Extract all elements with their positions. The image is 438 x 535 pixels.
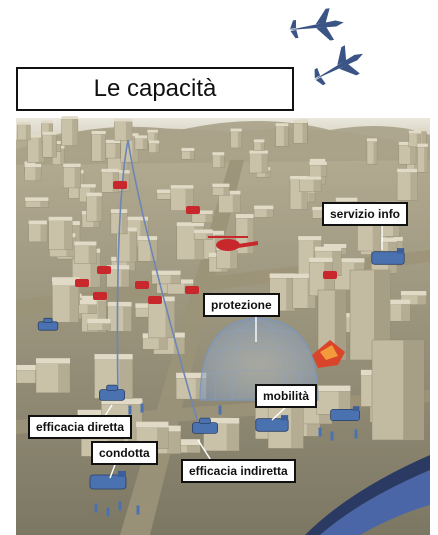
building [52,280,79,323]
tank-icon [37,317,59,331]
building [181,147,195,160]
building [48,216,73,250]
building [148,140,160,153]
truck-icon [330,406,360,421]
building [212,183,230,196]
page-title: Le capacità [16,67,294,111]
building [230,128,242,149]
tall-building [371,339,425,441]
building [134,135,148,150]
hostile-unit [148,296,162,304]
soldier-icon [140,403,144,413]
friendly-units [37,248,405,517]
building [86,192,103,222]
label-mobilita: mobilità [255,384,318,408]
fire-icon [312,340,345,368]
building [212,152,225,168]
hostile-unit [97,266,111,274]
jet-icon [313,45,363,86]
label-efficacia-diretta: efficacia diretta [28,415,133,439]
soldier-icon [318,427,322,437]
soldier-icon [330,431,334,441]
building [17,121,31,141]
building [147,129,159,142]
jet-icon [288,8,344,41]
building [28,220,48,243]
soldier-icon [128,405,132,415]
tank-icon [191,417,218,434]
hostile-unit [75,279,89,287]
building [293,120,308,144]
building [203,417,240,452]
building [74,241,97,264]
soldier-icon [94,503,98,513]
hostile-unit [93,292,107,300]
building [91,130,106,162]
truck-icon [371,248,405,265]
building [107,301,132,332]
building [105,139,121,159]
building [249,150,269,174]
hostile-units [75,181,337,304]
hostile-unit [185,286,199,294]
soldier-icon [354,429,358,439]
building [61,116,79,146]
building [63,163,81,189]
soldier-icon [118,501,122,511]
helicopter-icon [208,236,258,251]
building [137,236,158,262]
label-efficacia-indiretta: efficacia indiretta [181,459,296,483]
building [193,229,213,240]
building [176,222,205,260]
hostile-unit [135,281,149,289]
hostile-unit [186,206,200,214]
building [275,123,289,147]
soldier-icon [136,505,140,515]
river [320,470,430,535]
building [309,161,328,177]
building [417,143,429,173]
building [114,118,133,141]
label-condotta: condotta [91,441,158,465]
building [366,138,378,165]
truck-icon [255,415,289,432]
building [170,185,194,211]
building [253,139,265,151]
building [253,205,274,218]
building [151,270,181,285]
building [35,358,71,393]
hostile-unit [113,181,127,189]
building [191,210,213,223]
building [396,168,418,201]
building [42,131,57,158]
building [24,197,49,208]
hostile-unit [323,271,337,279]
tank-icon [99,384,126,401]
building [398,141,417,165]
truck-icon [89,471,127,490]
soldier-icon [106,507,110,517]
building [24,163,42,181]
label-servizio-info: servizio info [322,202,409,226]
building [408,130,422,148]
building [299,176,322,192]
missile-trajectory [116,139,201,431]
protection-dome [199,317,319,401]
label-protezione: protezione [203,293,280,317]
river-bank [305,455,430,535]
building [383,299,411,322]
building [87,318,111,331]
soldier-icon [218,405,222,415]
